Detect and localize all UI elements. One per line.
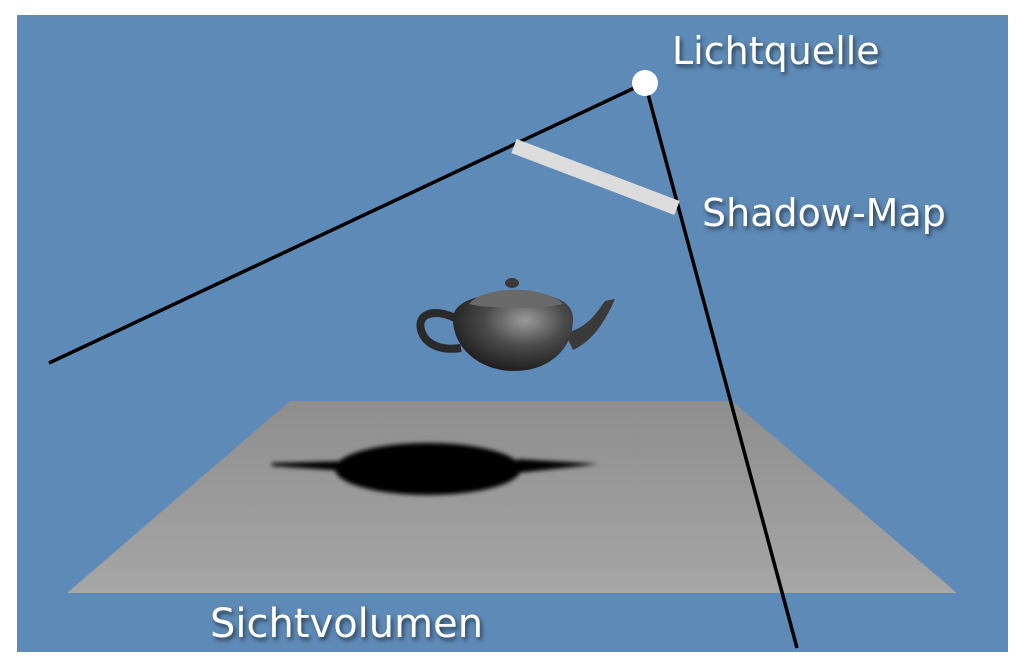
view-volume-label: Sichtvolumen [210,601,484,647]
teapot-icon [416,278,615,371]
shadow-map-label: Shadow-Map [702,191,946,235]
shadow-map-bar [511,138,680,216]
light-source-label: Lichtquelle [672,29,880,73]
teapot-shadow [272,443,599,495]
frustum-line-right [643,82,799,649]
light-source-point [632,70,658,96]
scene-svg [48,70,957,649]
diagram-canvas: Lichtquelle Shadow-Map Sichtvolumen [17,15,1008,652]
frustum-line-left [48,81,646,365]
ground-plane [67,401,957,593]
